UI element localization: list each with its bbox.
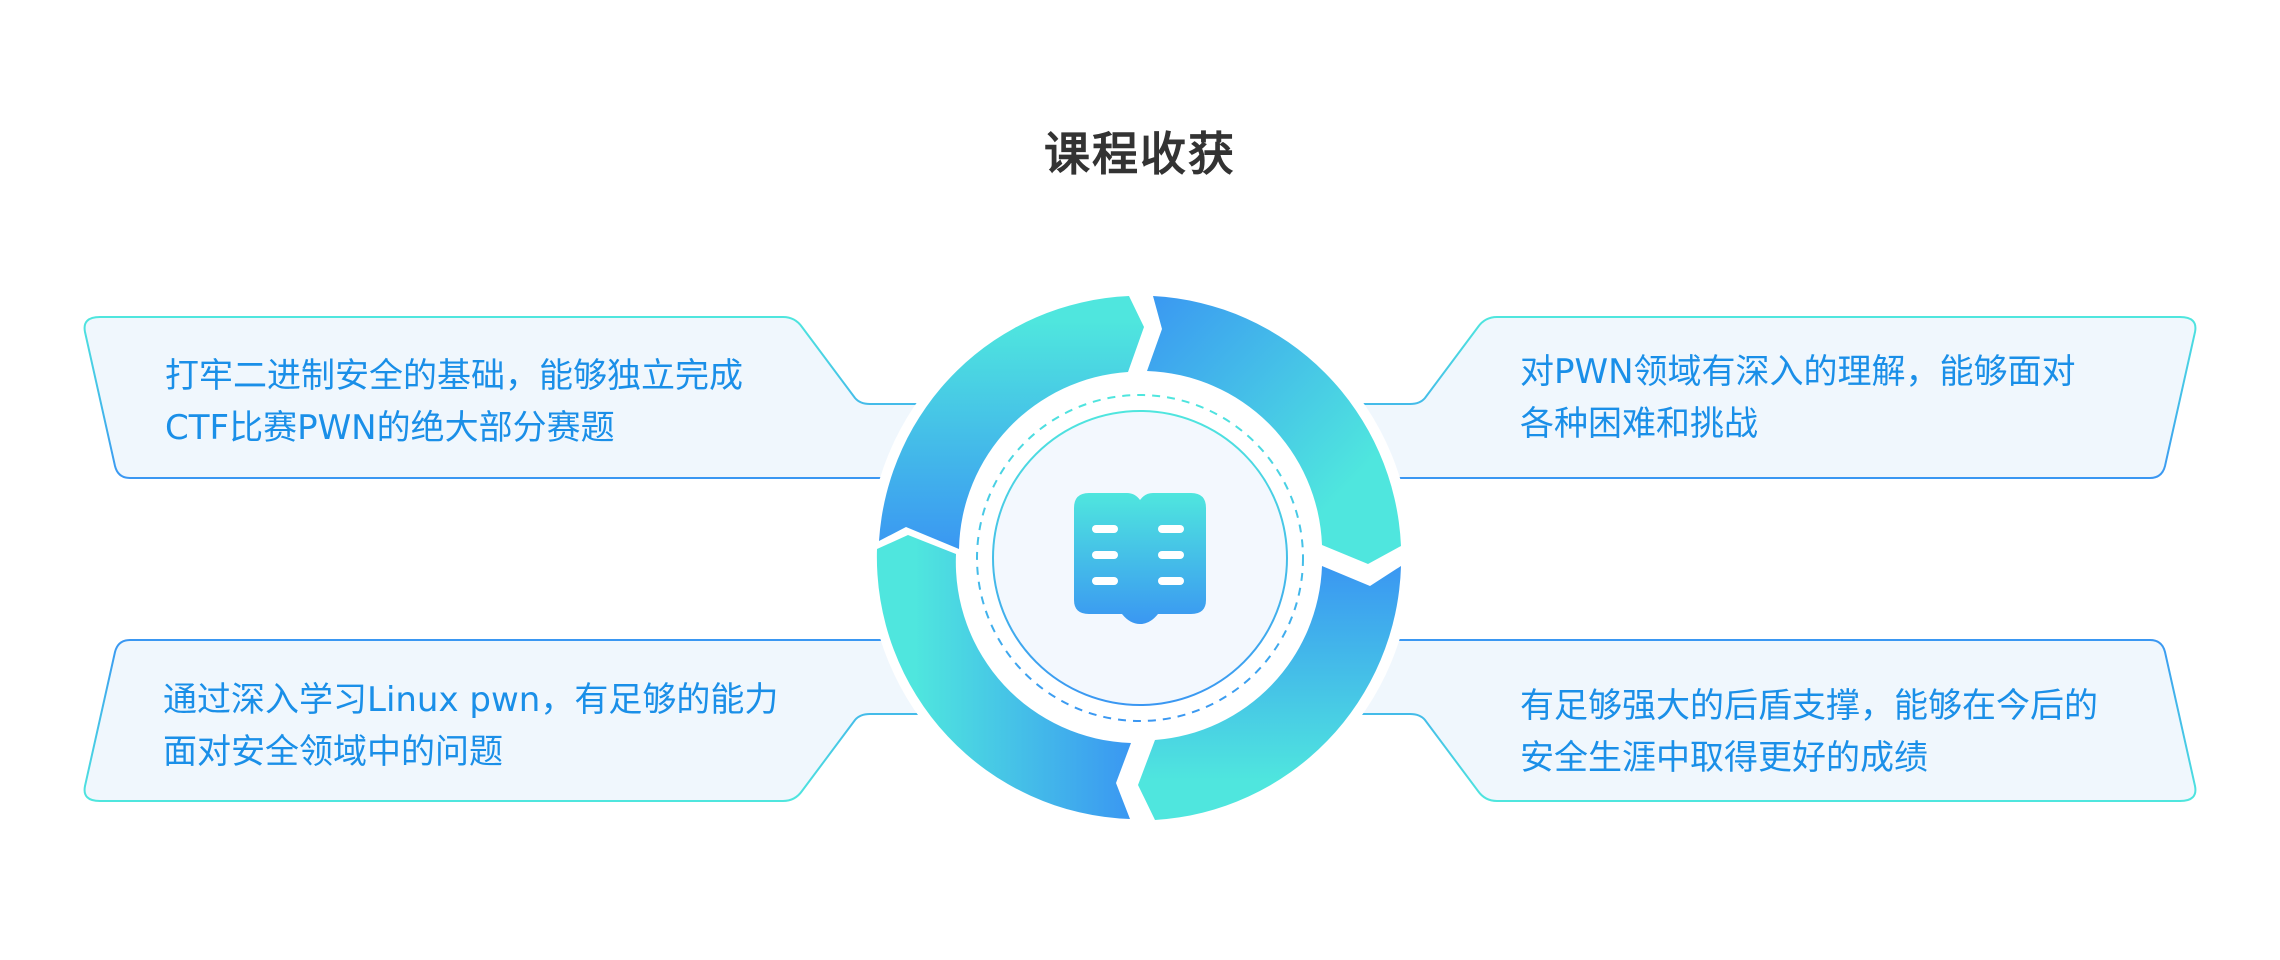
card-line: 有足够强大的后盾支撑，能够在今后的 xyxy=(1520,686,2098,726)
cycle-segment-bottom-right xyxy=(1138,566,1401,820)
dashed-ring xyxy=(976,394,1304,722)
card-bottom-left: 通过深入学习Linux pwn，有足够的能力 面对安全领域中的问题 xyxy=(163,674,778,778)
card-line: 对PWN领域有深入的理解，能够面对 xyxy=(1520,352,2076,392)
cycle-segment-top-left xyxy=(879,296,1144,549)
card-line: CTF比赛PWN的绝大部分赛题 xyxy=(165,408,615,448)
page-title: 课程收获 xyxy=(1044,127,1236,181)
card-line: 打牢二进制安全的基础，能够独立完成 xyxy=(165,356,743,396)
card-line: 面对安全领域中的问题 xyxy=(163,732,503,772)
cycle-segment-top-right xyxy=(1147,296,1401,564)
cycle-segment-bottom-left xyxy=(876,535,1131,819)
card-bottom-right: 有足够强大的后盾支撑，能够在今后的 安全生涯中取得更好的成绩 xyxy=(1520,680,2098,784)
card-line: 安全生涯中取得更好的成绩 xyxy=(1520,738,1928,778)
card-top-right: 对PWN领域有深入的理解，能够面对 各种困难和挑战 xyxy=(1520,346,2076,450)
card-bottom-right-shape xyxy=(1279,639,2197,802)
card-line: 通过深入学习Linux pwn，有足够的能力 xyxy=(163,680,779,720)
card-bottom-left-shape xyxy=(83,639,1001,802)
open-book-icon xyxy=(1074,493,1206,624)
card-top-left: 打牢二进制安全的基础，能够独立完成 CTF比赛PWN的绝大部分赛题 xyxy=(165,350,743,454)
card-line: 各种困难和挑战 xyxy=(1520,404,1758,444)
